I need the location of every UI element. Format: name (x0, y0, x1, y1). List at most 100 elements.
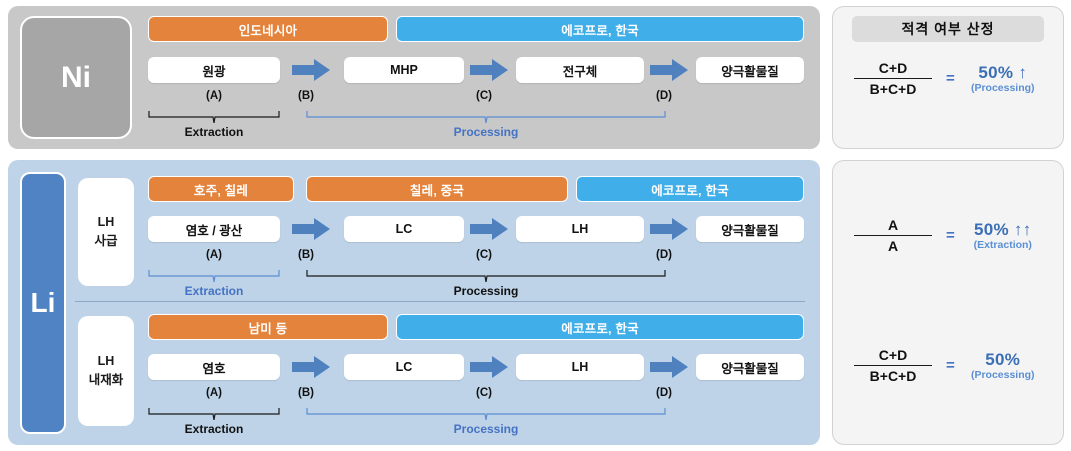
formula-li-extraction-result-value: 50% ↑↑ (973, 220, 1032, 239)
eligibility-panel-li (832, 160, 1064, 445)
li-route1-stage-caption-processing: Processing (453, 422, 519, 436)
li-route1-source-bar-0: 남미 등 (148, 314, 388, 340)
li-route1-source-bar-1: 에코프로, 한국 (396, 314, 804, 340)
ni-source-bar-0: 인도네시아 (148, 16, 388, 42)
arrow-right-icon (650, 356, 688, 378)
formula-li-extraction-denominator: A (887, 238, 899, 254)
li-route-label-naejaehwa-line1: LH (97, 353, 115, 368)
element-badge-li: Li (20, 172, 66, 434)
li-route0-step-box-1: LC (344, 216, 464, 242)
ni-stage-caption-processing: Processing (453, 125, 519, 139)
li-route0-bracket-processing-icon (306, 269, 666, 282)
li-route-label-naejaehwa: LH 내재화 (78, 316, 134, 426)
formula-ni-processing-result-caption: (Processing) (970, 82, 1035, 94)
element-badge-ni: Ni (20, 16, 132, 139)
li-route0-stage-caption-processing: Processing (453, 284, 519, 298)
formula-ni-processing: C+D B+C+D = 50% ↑ (Processing) (852, 58, 1048, 99)
li-route1-source-bar-0-label: 남미 등 (248, 321, 288, 336)
ni-point-label-a: (A) (206, 90, 222, 102)
li-route0-step-box-0: 염호 / 광산 (148, 216, 280, 242)
li-route1-stage-caption-extraction: Extraction (184, 422, 244, 436)
li-route0-step-box-2: LH (516, 216, 644, 242)
li-route1-step-box-0-label: 염호 (202, 361, 226, 376)
arrow-right-icon (292, 59, 330, 81)
ni-source-bar-1: 에코프로, 한국 (396, 16, 804, 42)
fraction-bar (854, 78, 932, 79)
formula-ni-processing-denominator: B+C+D (869, 81, 917, 97)
li-section-panel (8, 160, 820, 445)
formula-li-processing-denominator: B+C+D (869, 368, 917, 384)
ni-step-box-1: MHP (344, 57, 464, 83)
li-route1-step-box-3-label: 양극활물질 (721, 361, 779, 376)
li-route1-step-box-3: 양극활물질 (696, 354, 804, 380)
li-route0-source-bar-2-label: 에코프로, 한국 (651, 183, 729, 198)
ni-point-label-d: (D) (656, 90, 672, 102)
li-route0-point-label-b: (B) (298, 249, 314, 261)
ni-step-box-2: 전구체 (516, 57, 644, 83)
li-route-label-sageup-line2: 사급 (94, 234, 118, 248)
li-route-label-sageup-line1: LH (97, 214, 115, 229)
ni-source-bar-0-label: 인도네시아 (238, 23, 298, 38)
arrow-right-icon (470, 59, 508, 81)
ni-bracket-processing-icon (306, 110, 666, 123)
li-route0-source-bar-1-label: 칠레, 중국 (409, 183, 465, 198)
li-route1-step-box-1: LC (344, 354, 464, 380)
formula-li-processing-result: 50% (Processing) (967, 350, 1039, 381)
formula-li-extraction-numerator: A (887, 217, 899, 233)
formula-li-processing: C+D B+C+D = 50% (Processing) (852, 345, 1048, 386)
ni-source-bar-1-label: 에코프로, 한국 (561, 23, 639, 38)
formula-ni-processing-numerator: C+D (878, 60, 908, 76)
ni-bracket-extraction-icon (148, 110, 280, 123)
formula-ni-processing-result-value: 50% ↑ (978, 63, 1028, 82)
li-route1-bracket-processing-icon (306, 407, 666, 420)
ni-step-box-1-label: MHP (390, 63, 418, 77)
formula-ni-processing-fraction: C+D B+C+D (852, 58, 934, 99)
formula-li-extraction-result: 50% ↑↑ (Extraction) (967, 220, 1039, 251)
arrow-right-icon (292, 218, 330, 240)
formula-li-extraction-result-caption: (Extraction) (973, 239, 1032, 251)
li-route0-point-label-c: (C) (476, 249, 492, 261)
formula-li-processing-result-value: 50% (985, 350, 1021, 369)
li-route-label-naejaehwa-line2: 내재화 (88, 373, 124, 387)
li-route0-step-box-3: 양극활물질 (696, 216, 804, 242)
ni-stage-caption-extraction: Extraction (184, 125, 244, 139)
ni-point-label-b: (B) (298, 90, 314, 102)
ni-step-box-0-label: 원광 (202, 64, 226, 79)
arrow-right-icon (292, 356, 330, 378)
formula-li-extraction-equals: = (946, 227, 955, 244)
li-route0-step-box-1-label: LC (395, 222, 413, 236)
li-route1-step-box-1-label: LC (395, 360, 413, 374)
li-route-divider (75, 301, 805, 302)
ni-step-box-2-label: 전구체 (562, 64, 598, 79)
ni-step-box-3-label: 양극활물질 (721, 64, 779, 79)
ni-point-label-c: (C) (476, 90, 492, 102)
li-route1-source-bar-1-label: 에코프로, 한국 (561, 321, 639, 336)
arrow-right-icon (650, 218, 688, 240)
eligibility-panel-header: 적격 여부 산정 (852, 16, 1044, 42)
fraction-bar (854, 365, 932, 366)
li-route1-step-box-2-label: LH (571, 360, 589, 374)
element-badge-li-label: Li (30, 287, 56, 318)
formula-li-processing-fraction: C+D B+C+D (852, 345, 934, 386)
fraction-bar (854, 235, 932, 236)
li-route1-point-label-b: (B) (298, 387, 314, 399)
li-route1-step-box-2: LH (516, 354, 644, 380)
li-route0-point-label-d: (D) (656, 249, 672, 261)
li-route0-step-box-0-label: 염호 / 광산 (185, 223, 243, 238)
element-badge-ni-label: Ni (61, 60, 91, 94)
formula-ni-processing-result: 50% ↑ (Processing) (967, 63, 1039, 94)
ni-step-box-0: 원광 (148, 57, 280, 83)
eligibility-panel-header-label: 적격 여부 산정 (901, 21, 995, 37)
li-route0-source-bar-0-label: 호주, 칠레 (193, 183, 249, 198)
formula-li-extraction-fraction: A A (852, 215, 934, 256)
li-route0-source-bar-1: 칠레, 중국 (306, 176, 568, 202)
li-route0-step-box-3-label: 양극활물질 (721, 223, 779, 238)
li-route1-point-label-a: (A) (206, 387, 222, 399)
formula-li-processing-numerator: C+D (878, 347, 908, 363)
li-route0-point-label-a: (A) (206, 249, 222, 261)
formula-li-processing-result-caption: (Processing) (970, 369, 1035, 381)
arrow-right-icon (470, 356, 508, 378)
li-route0-step-box-2-label: LH (571, 222, 589, 236)
li-route0-source-bar-0: 호주, 칠레 (148, 176, 294, 202)
arrow-right-icon (470, 218, 508, 240)
